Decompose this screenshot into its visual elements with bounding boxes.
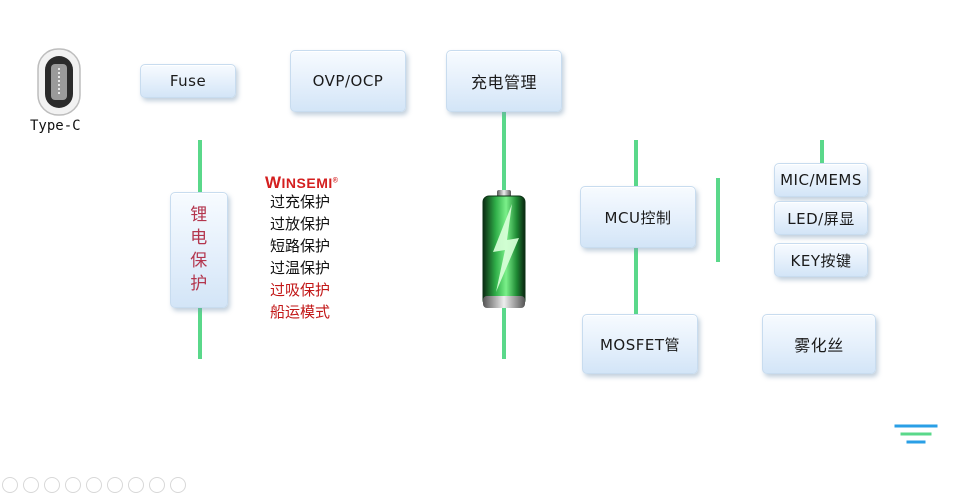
page-dot[interactable] — [65, 477, 81, 493]
protection-item: 过充保护 — [270, 193, 331, 211]
mosfet-block[interactable]: MOSFET管 — [582, 314, 698, 374]
atomizer-coil-block[interactable]: 雾化丝 — [762, 314, 876, 374]
charge-management-block[interactable]: 充电管理 — [446, 50, 562, 112]
protection-item: 过温保护 — [270, 259, 331, 277]
mcu-control-label: MCU控制 — [604, 208, 672, 227]
li-protect-char: 护 — [190, 274, 208, 294]
battery-icon — [482, 190, 526, 308]
li-protect-char: 电 — [190, 228, 208, 248]
mic-mems-block[interactable]: MIC/MEMS — [774, 163, 868, 197]
mic-mems-label: MIC/MEMS — [780, 171, 862, 189]
page-dot[interactable] — [2, 477, 18, 493]
page-indicator-dots — [0, 477, 186, 493]
protection-item: 过放保护 — [270, 215, 331, 233]
winsemi-logo: WINSEMI® — [265, 173, 339, 192]
typec-label: Type-C — [30, 118, 81, 134]
page-dot[interactable] — [107, 477, 123, 493]
fuse-block[interactable]: Fuse — [140, 64, 236, 98]
page-dot[interactable] — [86, 477, 102, 493]
page-dot[interactable] — [128, 477, 144, 493]
page-dot[interactable] — [170, 477, 186, 493]
li-protect-char: 保 — [190, 251, 208, 271]
ovp-ocp-label: OVP/OCP — [312, 72, 384, 90]
page-dot[interactable] — [149, 477, 165, 493]
li-protect-char: 锂 — [190, 205, 208, 225]
atomizer-coil-label: 雾化丝 — [794, 336, 844, 355]
mcu-control-block[interactable]: MCU控制 — [580, 186, 696, 248]
protection-item: 短路保护 — [270, 237, 331, 255]
li-battery-protection-block[interactable]: 锂 电 保 护 — [170, 192, 228, 308]
protection-item-highlight: 过吸保护 — [270, 281, 331, 299]
mosfet-label: MOSFET管 — [599, 335, 681, 354]
page-dot[interactable] — [23, 477, 39, 493]
led-display-label: LED/屏显 — [787, 209, 855, 228]
protection-feature-list: 过充保护 过放保护 短路保护 过温保护 过吸保护 船运模式 — [270, 191, 330, 323]
key-button-label: KEY按键 — [790, 251, 852, 270]
ovp-ocp-block[interactable]: OVP/OCP — [290, 50, 406, 112]
key-button-block[interactable]: KEY按键 — [774, 243, 868, 277]
charge-management-label: 充电管理 — [470, 73, 537, 92]
page-dot[interactable] — [44, 477, 60, 493]
led-display-block[interactable]: LED/屏显 — [774, 201, 868, 235]
usb-type-c-icon — [37, 48, 81, 116]
protection-item-highlight: 船运模式 — [270, 303, 331, 321]
fuse-label: Fuse — [169, 72, 207, 90]
